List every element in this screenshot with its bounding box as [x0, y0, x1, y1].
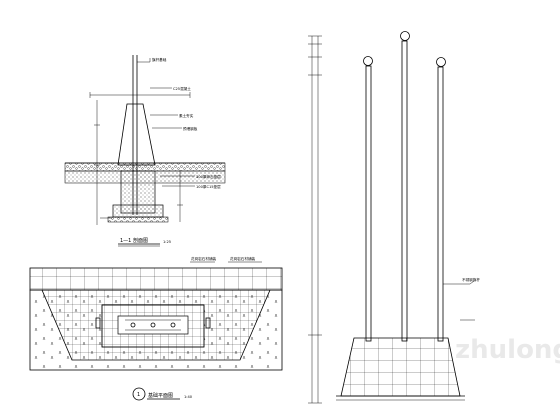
plan-title: 基础平面图	[148, 392, 173, 399]
section-note: 预埋钢板	[183, 126, 198, 131]
plan-scale: 1:40	[184, 395, 193, 399]
watermark-text: zhulong.com	[455, 335, 560, 365]
section-note: 素土夯实	[179, 113, 194, 118]
section-note: C25混凝土	[173, 86, 191, 91]
flagpole-elevation: 不锈钢旗杆	[308, 31, 480, 404]
section-1-1-view: 旗杆基础 C25混凝土 素土夯实 预埋钢板 300厚碎石垫层 100厚C15垫层…	[64, 55, 226, 247]
elevation-label: 不锈钢旗杆	[462, 277, 480, 282]
section-note: 300厚碎石垫层	[196, 174, 221, 179]
section-scale: 1:25	[163, 240, 171, 244]
plan-view: 花岗岩石材铺装 花岗岩石材铺装 1 基础平面图 1:40	[29, 256, 283, 401]
plan-label: 花岗岩石材铺装	[191, 256, 217, 261]
section-note: 100厚C15垫层	[196, 184, 221, 189]
plan-symbol: 1	[137, 392, 140, 398]
section-title: 1—1 剖面图	[120, 237, 148, 244]
plan-label: 花岗岩石材铺装	[230, 256, 256, 261]
section-note: 旗杆基础	[152, 57, 167, 62]
